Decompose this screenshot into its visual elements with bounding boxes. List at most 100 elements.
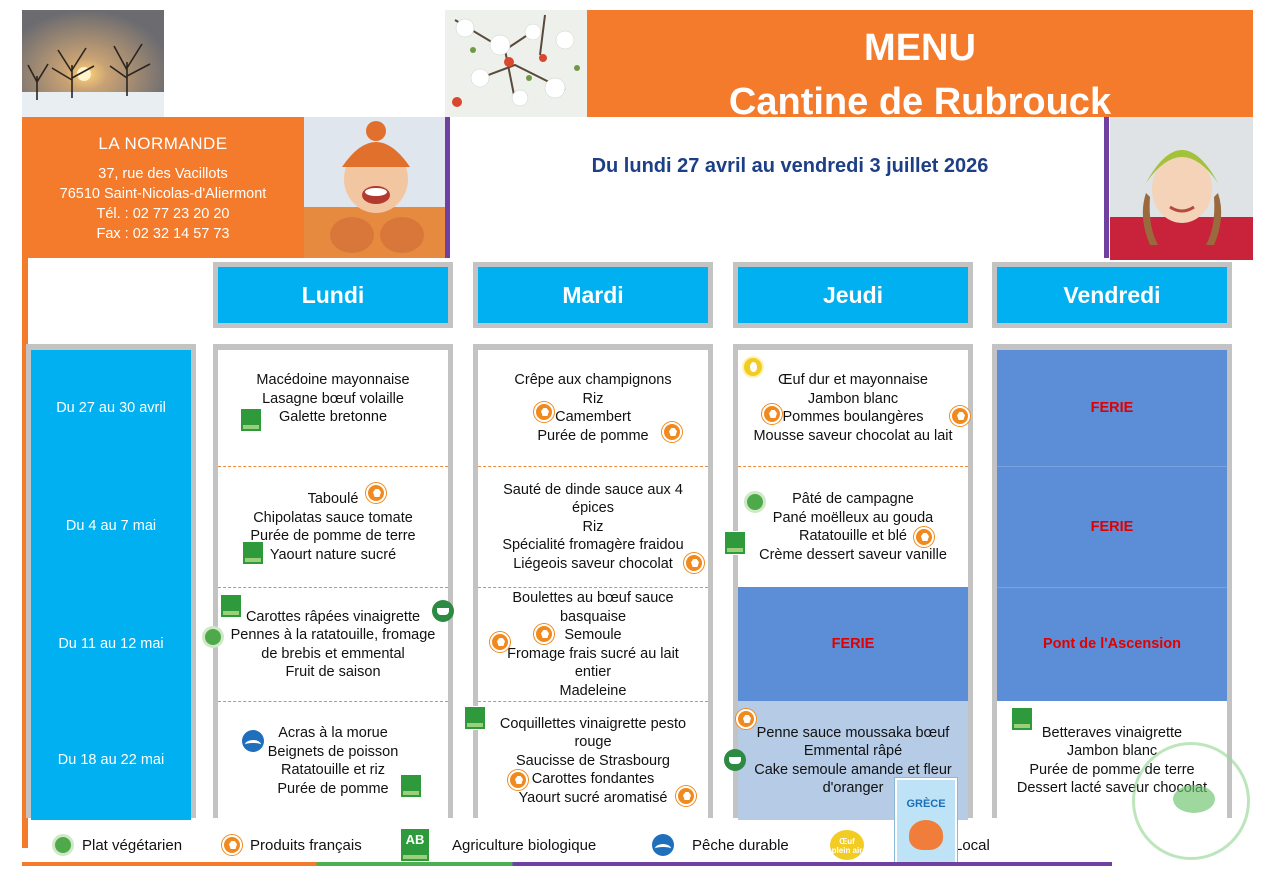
day-header-jeudi: Jeudi: [733, 262, 973, 328]
week-label: Du 11 au 12 mai: [31, 587, 191, 701]
legend-local: Œuf plein air Local: [830, 826, 990, 864]
legend-label: Produits français: [250, 836, 362, 854]
organic-agriculture-icon: [400, 774, 422, 798]
organic-agriculture-icon: [220, 594, 242, 618]
holiday-label: FERIE: [831, 635, 875, 652]
legend-fishing: Pêche durable: [652, 826, 789, 864]
french-product-icon: [950, 406, 970, 426]
dish: Saucisse de Strasbourg: [516, 752, 670, 769]
dish: Ratatouille et riz: [281, 762, 385, 778]
vegetarian-icon: [744, 491, 766, 513]
legend-label: Pêche durable: [692, 836, 789, 854]
legend: Plat végétarien Produits français AB Agr…: [30, 826, 1100, 864]
menu-cell: Crêpe aux champignons Riz Camembert Puré…: [478, 350, 708, 466]
holiday-label: FERIE: [1090, 399, 1134, 416]
menu-cell: Boulettes au bœuf sauce basquaise Semoul…: [478, 587, 708, 701]
dish: Jambon blanc: [807, 390, 899, 407]
french-product-icon: [222, 835, 242, 855]
dish: Crème dessert saveur vanille: [759, 546, 947, 563]
dish: Crêpe aux champignons: [514, 372, 672, 388]
menu-title: MENU: [864, 27, 976, 69]
column-vendredi: FERIE FERIE Pont de l'Ascension Betterav…: [992, 344, 1232, 820]
dish: Yaourt nature sucré: [269, 546, 397, 563]
company-name: LA NORMANDE: [98, 134, 228, 153]
dish: Macédoine mayonnaise: [256, 372, 410, 389]
address-street: 37, rue des Vacillots: [98, 166, 228, 182]
child-orange-hat-photo: [304, 117, 446, 258]
french-product-icon: [676, 786, 696, 806]
week-label: Du 4 au 7 mai: [31, 466, 191, 587]
dish: Pommes boulangères: [782, 409, 924, 425]
dish: Boulettes au bœuf sauce: [512, 590, 674, 606]
holiday-cell: Pont de l'Ascension: [997, 587, 1227, 701]
phone-number: Tél. : 02 77 23 20 20: [96, 206, 230, 222]
dish: Purée de pomme: [277, 780, 389, 797]
week-label: Du 27 au 30 avril: [31, 350, 191, 466]
french-product-icon: [736, 709, 756, 729]
la-normande-watermark-logo: [1132, 742, 1250, 860]
dish: Fromage frais sucré au lait: [507, 645, 679, 662]
dish: Spécialité fromagère fraidou: [502, 537, 684, 554]
menu-cell: Pâté de campagne Pané moëlleux au gouda …: [724, 466, 968, 587]
child-green-hat-photo: [1110, 117, 1253, 260]
title-band: MENU Cantine de Rubrouck: [587, 10, 1253, 123]
menu-cell: Sauté de dinde sauce aux 4 épices Riz Sp…: [478, 466, 708, 587]
organic-agriculture-icon: [242, 541, 264, 565]
french-product-icon: [534, 402, 554, 422]
dish: Yaourt sucré aromatisé: [518, 789, 668, 806]
sustainable-fishing-icon: [652, 834, 674, 856]
dish: Purée de pomme de terre: [250, 528, 416, 544]
dish: Cake semoule amande et fleur: [754, 761, 952, 778]
organic-agriculture-icon: [464, 706, 486, 730]
dish: Riz: [582, 518, 604, 535]
bottom-color-line: [22, 862, 1112, 866]
day-label: Vendredi: [997, 267, 1227, 323]
holiday-label: Pont de l'Ascension: [1043, 636, 1181, 653]
snowy-apple-tree-photo: [445, 10, 587, 117]
dish: Fruit de saison: [285, 664, 381, 680]
week-column: Du 27 au 30 avril Du 4 au 7 mai Du 11 au…: [26, 344, 196, 820]
day-header-mardi: Mardi: [473, 262, 713, 328]
leaf-icon: [1173, 785, 1215, 813]
octopus-icon: [909, 820, 943, 850]
greece-menu-booklet: GRÈCE: [895, 778, 957, 864]
french-product-icon: [534, 624, 554, 644]
french-product-icon: [490, 632, 510, 652]
column-mardi: Crêpe aux champignons Riz Camembert Puré…: [464, 344, 713, 820]
dish: Purée de pomme: [537, 427, 649, 444]
homemade-dish-icon: [724, 749, 746, 771]
booklet-title: GRÈCE: [906, 798, 946, 810]
dish: basquaise: [559, 608, 627, 625]
organic-agriculture-icon: [1011, 707, 1033, 731]
dish: Emmental râpé: [803, 743, 903, 759]
legend-organic: AB Agriculture biologique: [400, 826, 596, 864]
dish: Carottes râpées vinaigrette: [245, 608, 421, 625]
organic-agriculture-icon: AB: [400, 828, 430, 862]
vegetarian-icon: [202, 626, 224, 648]
column-lundi: Macédoine mayonnaise Lasagne bœuf volail…: [202, 344, 454, 820]
dish: Galette bretonne: [278, 409, 388, 426]
dish: Liégeois saveur chocolat: [513, 555, 673, 572]
dish: Mousse saveur chocolat au lait: [753, 427, 953, 444]
dish: Pâté de campagne: [792, 491, 914, 507]
menu-cell: Macédoine mayonnaise Lasagne bœuf volail…: [218, 350, 448, 466]
sustainable-fishing-icon: [242, 730, 264, 752]
dish: Coquillettes vinaigrette pesto: [499, 715, 687, 732]
legend-label: Local: [954, 836, 990, 854]
holiday-cell: FERIE: [997, 466, 1227, 587]
day-header-lundi: Lundi: [213, 262, 453, 328]
dish: Chipolatas sauce tomate: [253, 509, 413, 526]
purple-divider: [445, 117, 450, 258]
dish: Riz: [582, 390, 604, 407]
legend-french: Produits français: [222, 826, 362, 864]
dish: Acras à la morue: [278, 725, 388, 741]
legend-label: Agriculture biologique: [452, 836, 597, 854]
french-product-icon: [662, 422, 682, 442]
dish: Pané moëlleux au gouda: [772, 509, 934, 526]
week-label: Du 18 au 22 mai: [31, 701, 191, 820]
free-range-egg-icon: [742, 356, 764, 378]
dish: Œuf dur et mayonnaise: [778, 372, 928, 388]
menu-cell: Œuf dur et mayonnaise Jambon blanc Pomme…: [738, 350, 970, 466]
purple-divider: [1104, 117, 1109, 258]
french-product-icon: [508, 770, 528, 790]
